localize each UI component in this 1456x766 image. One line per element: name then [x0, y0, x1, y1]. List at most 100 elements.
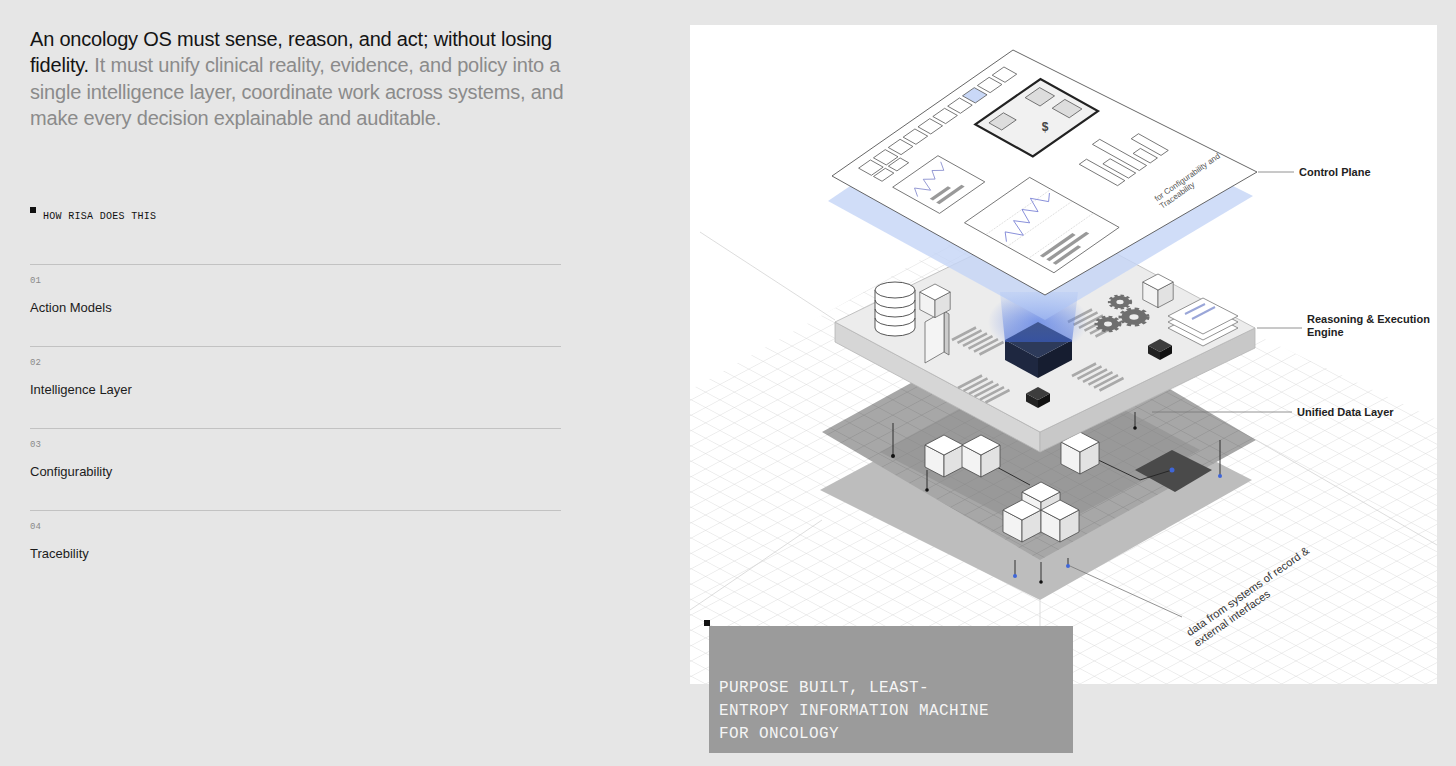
data-layer: [1133, 426, 1137, 430]
engine-parts: [1185, 304, 1205, 314]
intro-text: It must unify clinical reality, evidence…: [30, 54, 563, 129]
engine-parts: [1072, 364, 1124, 391]
item-number: 03: [30, 440, 41, 450]
headline-paragraph: An oncology OS must sense, reason, and a…: [30, 26, 565, 131]
engine-parts: [944, 311, 949, 355]
data-layer: [925, 435, 963, 477]
background-grid: [690, 520, 822, 610]
control-plane: [1046, 232, 1089, 262]
control-plane: [977, 77, 1002, 92]
leader-line: [1070, 566, 1182, 617]
item-number: 01: [30, 276, 41, 286]
data-layer: [1220, 440, 1221, 476]
engine-slab: [835, 218, 1255, 452]
control-plane: [832, 50, 1257, 295]
control-plane: [930, 186, 951, 200]
engine-parts: [1121, 309, 1146, 324]
left-decor: [30, 510, 561, 511]
control-plane: [888, 139, 913, 154]
engine-parts: [925, 311, 944, 363]
engine-parts: [1110, 296, 1130, 308]
engine-parts: [1097, 317, 1119, 331]
data-layer: [891, 454, 895, 458]
engine-parts: [1192, 307, 1215, 319]
engine-parts: [1148, 339, 1172, 360]
control-plane: [903, 129, 928, 144]
control-plane: [874, 168, 894, 181]
layer-label: Control Plane: [1299, 166, 1371, 179]
data-layer: [925, 488, 929, 492]
leader-line: [1258, 172, 1294, 173]
left-decor: [30, 207, 36, 213]
list-item: Tracebility: [30, 546, 89, 561]
list-item: Configurability: [30, 464, 112, 479]
engine-parts: [1121, 309, 1146, 324]
blue-band: [1000, 292, 1078, 342]
data-layer: [1013, 468, 1222, 579]
engine-parts: [1097, 317, 1119, 331]
background-grid: [700, 232, 835, 320]
item-number: 04: [30, 522, 41, 532]
control-plane: [918, 119, 943, 134]
caption-text: PURPOSE BUILT, LEAST-ENTROPY INFORMATION…: [709, 626, 997, 746]
data-layer: [1218, 474, 1222, 478]
currency-symbol: $: [1042, 120, 1049, 134]
data-layer: [1090, 456, 1172, 480]
control-plane: [903, 162, 958, 198]
engine-parts: [958, 376, 1010, 403]
leader-line: [1257, 328, 1302, 329]
control-plane: [859, 62, 1203, 275]
leader-line: [1152, 412, 1292, 413]
engine-parts: [875, 274, 1238, 408]
data-layer: [1013, 574, 1017, 578]
engine-parts: [1168, 298, 1238, 334]
left-decor: [30, 207, 561, 511]
control-plane: [989, 113, 1016, 130]
item-number: 02: [30, 358, 41, 368]
layer-label: Unified Data Layer: [1297, 406, 1394, 419]
control-plane: [975, 79, 1098, 156]
data-layer: [1041, 500, 1079, 542]
section-heading: HOW RISA DOES THIS: [43, 211, 156, 222]
control-plane: [963, 88, 988, 103]
data-layer: [1003, 500, 1041, 542]
control-plane: [893, 156, 985, 214]
data-layer: [1039, 580, 1043, 584]
data-layer: [893, 423, 894, 456]
engine-parts: [1185, 304, 1215, 319]
background-grid: [1256, 440, 1437, 545]
engine-parts: [875, 300, 915, 326]
engine-parts: [1143, 274, 1173, 308]
control-plane: [888, 158, 908, 171]
data-layer: [891, 426, 1137, 584]
left-decor: [30, 265, 561, 511]
data-layer: [1170, 468, 1175, 473]
leader-line: [1070, 172, 1302, 617]
control-plane: [1052, 99, 1082, 117]
engine-parts: [1110, 296, 1130, 308]
caption-box: PURPOSE BUILT, LEAST-ENTROPY INFORMATION…: [709, 626, 1073, 753]
engine-parts: [875, 282, 915, 298]
background-grid: [690, 232, 1437, 684]
control-plane: [832, 50, 1257, 295]
data-layer: [927, 470, 928, 490]
layer-label: Reasoning & Execution Engine: [1307, 313, 1439, 339]
left-decor: [30, 264, 561, 265]
control-plane: [1131, 134, 1168, 156]
control-plane: [936, 185, 965, 204]
control-plane: [985, 189, 1068, 244]
data-layer: [962, 435, 1000, 477]
engine-parts: [1026, 387, 1050, 408]
left-decor: [30, 428, 561, 429]
control-plane: [1053, 245, 1082, 264]
data-layer: [1135, 450, 1212, 492]
control-plane: [964, 177, 1119, 272]
control-plane: [1025, 88, 1054, 106]
figure-panel: [690, 25, 1437, 684]
list-item: Intelligence Layer: [30, 382, 132, 397]
left-decor: [30, 346, 561, 347]
data-layer: [1041, 562, 1042, 582]
data-layer: [1135, 412, 1136, 428]
data-layer: [1015, 560, 1016, 576]
